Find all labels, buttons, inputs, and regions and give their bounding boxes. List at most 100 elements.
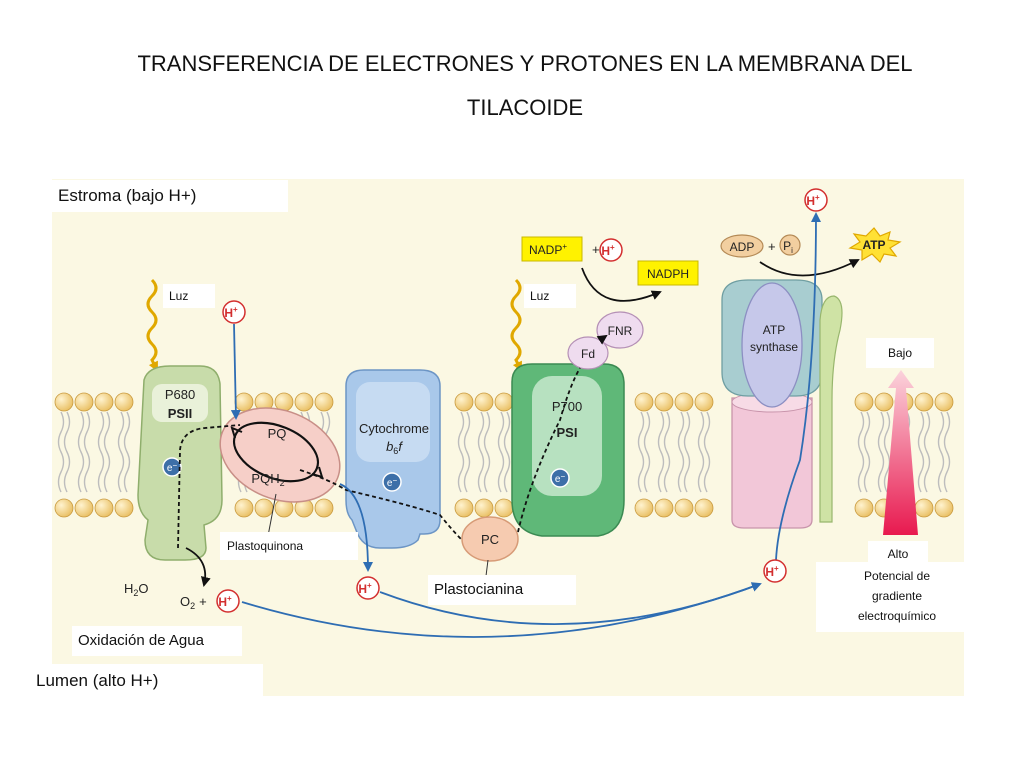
lipid-head xyxy=(234,498,254,518)
proton-arrow-stroma-to-pq xyxy=(230,323,241,420)
lipid-head xyxy=(454,498,474,518)
lipid-tail xyxy=(57,411,65,493)
lipid-head xyxy=(474,392,494,412)
gradient-caption-line-1: Potencial de xyxy=(863,569,931,583)
lipid-tail xyxy=(703,411,711,493)
psii-electron: e xyxy=(167,463,173,474)
atp-synthase-label-2: synthase xyxy=(750,340,798,354)
lipid-head xyxy=(94,392,114,412)
plastoquinone-label: Plastoquinona xyxy=(220,532,358,560)
lipid-head xyxy=(914,392,934,412)
lipid-tail xyxy=(917,411,925,493)
gradient-caption-line-3: electroquímico xyxy=(857,609,937,623)
proton-icon-lumen-synthase: H+ xyxy=(763,559,787,583)
pc-label: PC xyxy=(481,532,499,547)
proton-arrow-pq-to-lumen xyxy=(339,483,373,572)
lipid-head xyxy=(694,498,714,518)
nadp-proton-icon xyxy=(599,238,623,262)
lipid-head xyxy=(114,498,134,518)
lipid-tail xyxy=(883,411,891,493)
lipid-tail xyxy=(77,411,85,493)
lipid-tail xyxy=(497,411,505,493)
lipid-head xyxy=(634,392,654,412)
pqh2-label: PQH xyxy=(251,471,279,486)
lipid-head xyxy=(914,498,934,518)
lipid-head xyxy=(494,392,514,412)
lipid-head xyxy=(54,498,74,518)
title-line-1: TRANSFERENCIA DE ELECTRONES Y PROTONES E… xyxy=(137,51,913,76)
gradient-caption: Potencial de gradiente electroquímico xyxy=(816,562,978,632)
lipid-tail xyxy=(637,411,645,493)
lipid-head xyxy=(934,392,954,412)
pq-label: PQ xyxy=(268,426,287,441)
svg-text:b6f: b6f xyxy=(386,439,403,456)
fnr-label: FNR xyxy=(608,324,633,338)
lipid-tail xyxy=(677,411,685,493)
lipid-heads-bottom xyxy=(54,498,954,518)
psi-electron: e xyxy=(555,474,561,485)
atp-reaction-plus: + xyxy=(768,239,776,254)
svg-text:PQH2: PQH2 xyxy=(251,471,284,488)
nadph-label: NADPH xyxy=(647,267,689,281)
svg-text:O2+: O2+ xyxy=(180,594,207,611)
lipid-head xyxy=(474,498,494,518)
lipid-tail xyxy=(697,411,705,493)
pi-label: P xyxy=(783,239,791,253)
cytochrome-label: Cytochrome xyxy=(359,421,429,436)
lipid-head xyxy=(654,498,674,518)
light-label-left: Luz xyxy=(163,284,215,308)
lipid-tail xyxy=(83,411,91,493)
psi-complex: P700 PSI e− xyxy=(511,363,625,537)
plastocyanin-pc: PC xyxy=(461,516,519,562)
lipid-tail xyxy=(937,411,945,493)
svg-text:e−: e− xyxy=(555,472,566,485)
lipid-head xyxy=(854,498,874,518)
lipid-tail xyxy=(923,411,931,493)
lipid-head xyxy=(634,498,654,518)
psi-p700-label: P700 xyxy=(552,399,582,414)
lipid-head xyxy=(94,498,114,518)
page-title: TRANSFERENCIA DE ELECTRONES Y PROTONES E… xyxy=(60,42,990,130)
lipid-head xyxy=(674,392,694,412)
lipid-tail xyxy=(483,411,491,493)
nadp-reaction: NADP+ + H+ NADPH xyxy=(521,236,699,302)
light-label-right: Luz xyxy=(524,284,576,308)
svg-text:H+: H+ xyxy=(224,305,238,320)
proton-icon-lumen-pq: H+ xyxy=(356,576,380,600)
svg-text:H+: H+ xyxy=(358,581,372,596)
svg-text:e−: e− xyxy=(387,476,398,489)
lipid-head xyxy=(234,392,254,412)
proton-icon-stroma-top: H+ xyxy=(804,188,828,212)
svg-text:H+: H+ xyxy=(601,243,615,258)
lipid-head xyxy=(934,498,954,518)
svg-text:NADP+: NADP+ xyxy=(529,242,567,257)
atp-reaction: ADP + Pi ATP xyxy=(720,227,902,277)
stroma-label: Estroma (bajo H+) xyxy=(52,180,288,212)
proton-icon-stroma-left: H+ xyxy=(222,300,246,324)
lipid-tail xyxy=(857,411,865,493)
lipid-tail xyxy=(63,411,71,493)
fd-label: Fd xyxy=(581,347,595,361)
lumen-label: Lumen (alto H+) xyxy=(30,664,263,698)
gradient-arrow xyxy=(883,370,918,535)
lipid-head xyxy=(494,498,514,518)
atp-synthase-label-1: ATP xyxy=(763,323,785,337)
lipid-tail xyxy=(643,411,651,493)
electron-flow-path xyxy=(177,336,606,549)
lipid-head xyxy=(654,392,674,412)
psi-electron-icon xyxy=(550,468,570,488)
lipid-tail xyxy=(457,411,465,493)
lipid-tail xyxy=(877,411,885,493)
atp-synthase: ATP synthase xyxy=(721,279,843,529)
lipid-head xyxy=(74,392,94,412)
lipid-tail xyxy=(943,411,951,493)
svg-text:H2O: H2O xyxy=(124,581,149,598)
lipid-tail xyxy=(863,411,871,493)
light-wave-right-icon xyxy=(510,278,523,372)
lipid-tail xyxy=(477,411,485,493)
lipid-heads-top xyxy=(54,392,954,412)
svg-text:Pi: Pi xyxy=(783,239,793,255)
cyt-electron-icon xyxy=(382,472,402,492)
nadp-label: NADP xyxy=(529,243,562,257)
